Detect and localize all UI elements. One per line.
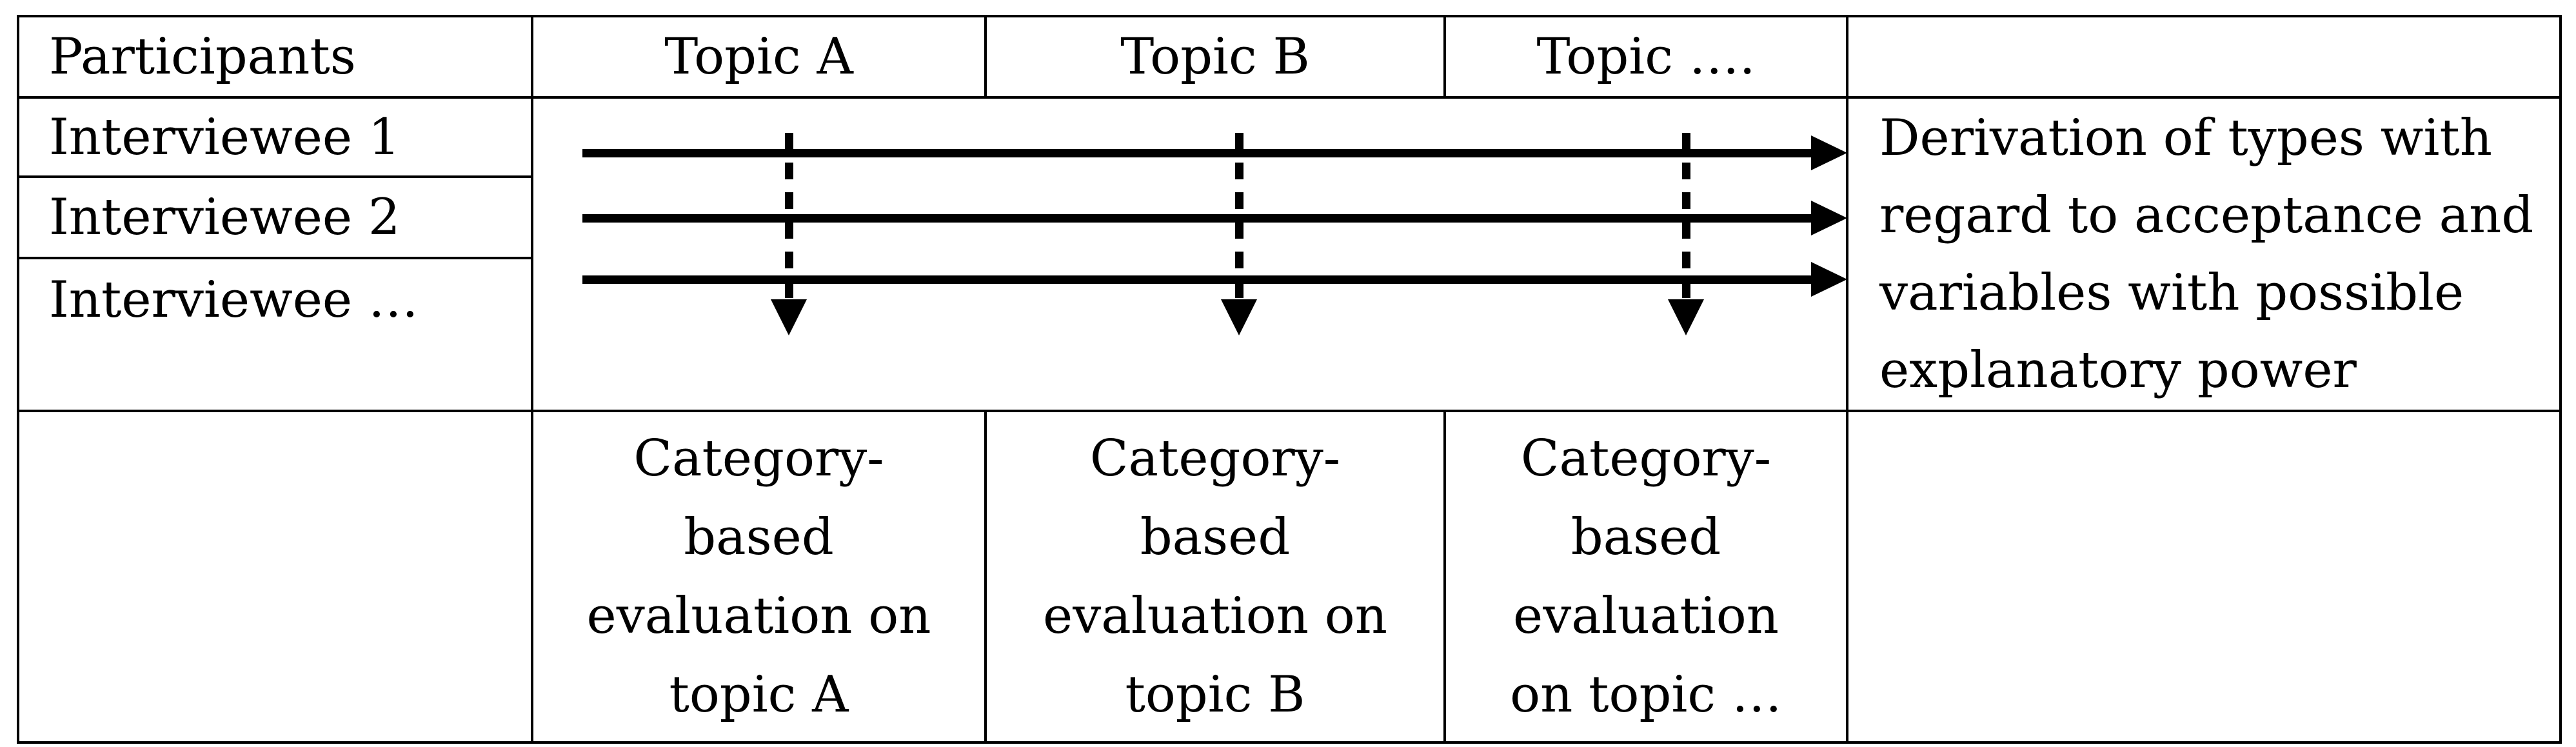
evaluation-cell-topic-b: Category- based evaluation on topic B (986, 411, 1445, 742)
topic-a-dashed-arrow-line (785, 133, 793, 299)
topic-more-label: Topic …. (1536, 28, 1756, 86)
evaluation-cell-line: topic A (669, 666, 849, 724)
evaluation-cell-line: Category- (633, 430, 884, 488)
interview-arrow-1-head-icon (1811, 135, 1847, 170)
interviewee-1-label: Interviewee 1 (49, 108, 401, 166)
header-cell-topic-a: Topic A (532, 16, 986, 97)
evaluation-cell-line: Category- (1520, 430, 1772, 488)
table-border-bottom (17, 741, 2561, 744)
header-cell-participants: Participants (18, 16, 563, 97)
evaluation-cell-topic-more: Category- based evaluation on topic … (1445, 411, 1847, 742)
interview-arrow-3-line (582, 275, 1814, 284)
topic-more-dashed-arrow-line (1682, 133, 1690, 299)
evaluation-cell-line: Category- (1089, 430, 1341, 488)
table-border-right (2559, 15, 2562, 744)
evaluation-cell-line: based (1570, 508, 1721, 566)
row-label-interviewee-more: Interviewee … (18, 258, 563, 342)
topic-more-dashed-arrow-head-icon (1668, 299, 1704, 335)
table-border-topic-b-more-header (1443, 15, 1446, 99)
participants-label: Participants (49, 28, 356, 86)
derivation-note-line: Derivation of types with (1879, 109, 2493, 167)
evaluation-cell-line: evaluation on (586, 587, 931, 645)
derivation-note-line: explanatory power (1879, 341, 2357, 399)
table-border-left (17, 15, 19, 744)
table-border-participants-column (531, 15, 533, 744)
row-label-interviewee-2: Interviewee 2 (18, 177, 563, 258)
header-cell-topic-more: Topic …. (1445, 16, 1847, 97)
evaluation-cell-line: based (684, 508, 834, 566)
interviewee-more-label: Interviewee … (49, 271, 419, 329)
table-border-header-row (17, 96, 2561, 99)
derivation-note-line: variables with possible (1879, 264, 2464, 322)
interview-arrow-2-line (582, 214, 1814, 223)
topic-b-label: Topic B (1120, 28, 1310, 86)
table-border-under-interviewee-2 (17, 257, 533, 259)
interview-arrow-3-head-icon (1811, 262, 1847, 297)
evaluation-cell-line: evaluation on (1043, 587, 1387, 645)
header-cell-topic-b: Topic B (986, 16, 1445, 97)
table-border-topic-a-b-bottom (984, 410, 987, 744)
topic-a-dashed-arrow-head-icon (771, 299, 807, 335)
table-border-section (17, 410, 2561, 412)
evaluation-cell-line: on topic … (1510, 666, 1782, 724)
derivation-note-line: regard to acceptance and (1879, 186, 2534, 244)
table-border-top (17, 15, 2561, 17)
evaluation-cell-line: evaluation (1513, 587, 1779, 645)
interviewee-2-label: Interviewee 2 (49, 188, 401, 246)
table-border-topic-b-more-bottom (1443, 410, 1446, 744)
evaluation-cell-line: based (1140, 508, 1291, 566)
topic-a-label: Topic A (664, 28, 853, 86)
evaluation-cell-topic-a: Category- based evaluation on topic A (532, 411, 986, 742)
evaluation-cell-line: topic B (1125, 666, 1305, 724)
interview-arrow-2-head-icon (1811, 201, 1847, 235)
interview-arrow-1-line (582, 149, 1814, 157)
topic-b-dashed-arrow-line (1235, 133, 1243, 299)
topic-b-dashed-arrow-head-icon (1221, 299, 1257, 335)
row-label-interviewee-1: Interviewee 1 (18, 97, 563, 177)
table-border-derivation-column (1846, 15, 1848, 744)
derivation-note: Derivation of types with regard to accep… (1847, 97, 2561, 411)
table-border-under-interviewee-1 (17, 175, 533, 178)
table-border-topic-a-b-header (984, 15, 987, 99)
